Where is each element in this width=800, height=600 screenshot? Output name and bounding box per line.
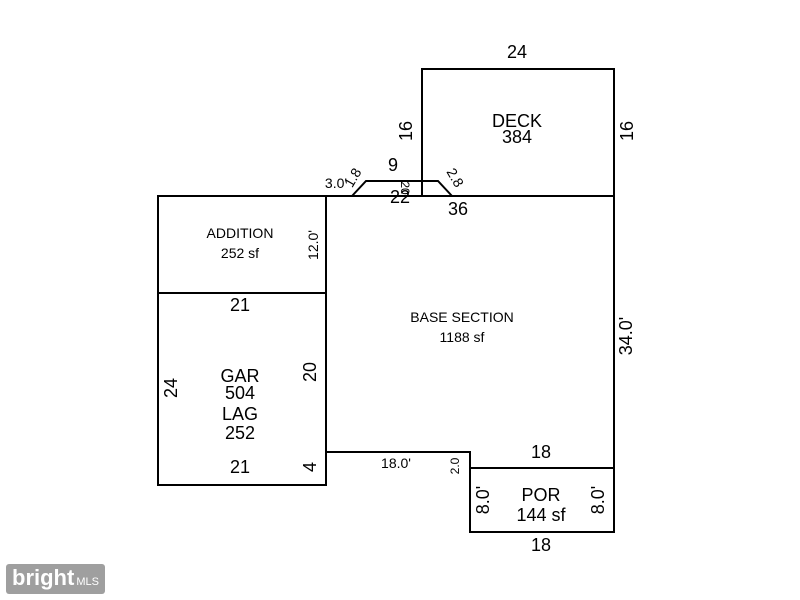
garage-dim-right: 20 (300, 362, 320, 382)
bump-outline (351, 180, 453, 197)
base-dim-top: 36 (448, 199, 468, 219)
bump-dim-left-run: 3.0' (325, 175, 347, 191)
deck-name: DECK (492, 111, 542, 131)
bump-dim-top: 9 (388, 155, 398, 175)
porch-area: 144 sf (516, 505, 566, 525)
garage-name-1: GAR (220, 366, 259, 386)
addition-dim-right: 12.0' (305, 230, 321, 260)
addition-area: 252 sf (221, 245, 259, 261)
porch-dim-left: 8.0' (473, 486, 493, 514)
base-dim-step: 2.0 (448, 457, 462, 474)
base-area: 1188 sf (440, 329, 485, 345)
porch-name: POR (521, 485, 560, 505)
addition-name: ADDITION (207, 225, 274, 241)
garage-area-2: 252 (225, 423, 255, 443)
garage-dim-top: 21 (230, 295, 250, 315)
garage-dim-bottom: 21 (230, 457, 250, 477)
porch-dim-top: 18 (531, 442, 551, 462)
garage-dim-left: 24 (161, 378, 181, 398)
garage-outline (157, 292, 327, 486)
bump-dim-right-diag: 2.8 (444, 165, 468, 190)
watermark-suffix: MLS (76, 576, 99, 588)
watermark-brand: bright (12, 565, 75, 590)
base-dim-bottom: 18.0' (381, 455, 411, 471)
base-dim-right: 34.0' (616, 317, 636, 355)
deck-area: 384 (502, 127, 532, 147)
plan-outline (157, 68, 615, 533)
bump-dim-inner: 20 (398, 181, 412, 195)
deck-dim-top: 24 (507, 42, 527, 62)
porch-dim-bottom: 18 (531, 535, 551, 555)
porch-dim-right: 8.0' (588, 486, 608, 514)
deck-dim-right: 16 (617, 121, 637, 141)
garage-area-1: 504 (225, 383, 255, 403)
porch-outline (469, 467, 615, 533)
bright-mls-watermark: bright MLS (6, 564, 105, 594)
garage-name-2: LAG (222, 404, 258, 424)
bump-dim-bottom: 22 (390, 187, 410, 207)
garage-dim-right-small: 4 (300, 462, 320, 472)
base-name: BASE SECTION (410, 309, 513, 325)
deck-dim-left: 16 (396, 121, 416, 141)
